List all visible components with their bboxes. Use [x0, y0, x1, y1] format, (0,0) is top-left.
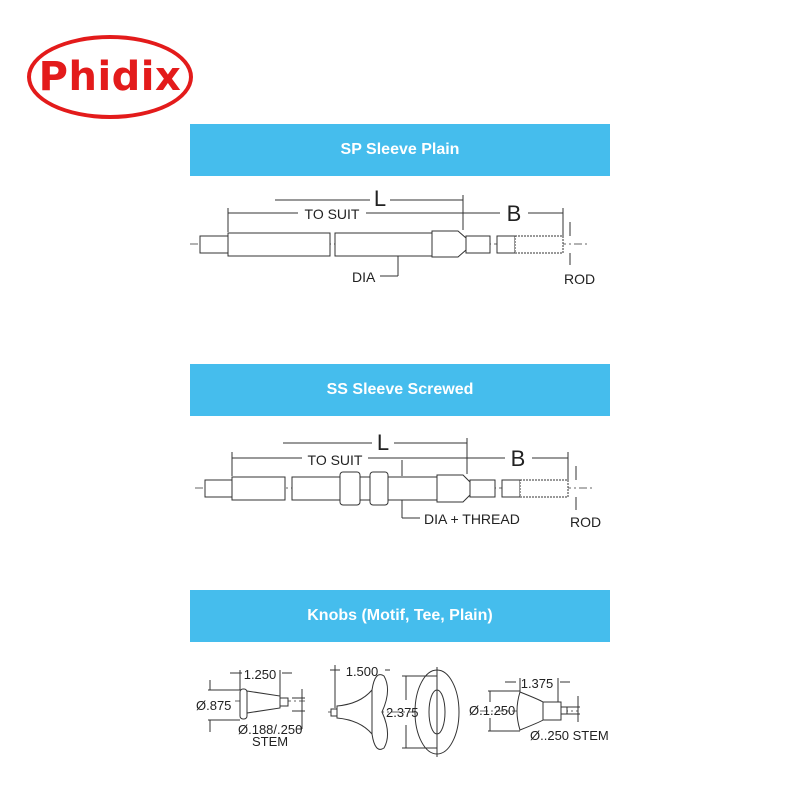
knob-tee-drawing: 1.500 2.375	[328, 664, 460, 757]
knob-stem-label: Ø..250 STEM	[530, 728, 609, 743]
knob-height-label: 2.375	[386, 705, 419, 720]
knob-plain-drawing: 1.375 Ø.1.250 Ø..250 STEM	[469, 676, 609, 743]
ss-sleeve-screwed-drawing: L TO SUIT B DIA + THREAD ROD	[195, 430, 601, 530]
knob-length-label: 1.500	[346, 664, 379, 679]
knob-diameter-label: Ø.875	[196, 698, 231, 713]
b-label: B	[511, 446, 526, 471]
sp-sleeve-plain-drawing: L TO SUIT B DIA ROD	[190, 186, 595, 287]
section-title: SS Sleeve Screwed	[326, 381, 474, 398]
section-title: SP Sleeve Plain	[340, 141, 460, 158]
length-label: L	[374, 186, 386, 211]
dia-label: DIA	[352, 269, 376, 285]
section-banner-ss: SS Sleeve Screwed	[190, 364, 610, 416]
length-label: L	[377, 430, 389, 455]
knob-length-label: 1.375	[521, 676, 554, 691]
phidix-logo: Phidix	[27, 35, 193, 119]
knob-stem-text: STEM	[252, 734, 288, 749]
dia-thread-label: DIA + THREAD	[424, 511, 520, 527]
to-suit-label: TO SUIT	[305, 206, 360, 222]
logo-text: Phidix	[38, 54, 182, 100]
knob-length-label: 1.250	[244, 667, 277, 682]
knob-diameter-label: Ø.1.250	[469, 703, 515, 718]
to-suit-label: TO SUIT	[308, 452, 363, 468]
b-label: B	[507, 201, 522, 226]
section-banner-knobs: Knobs (Motif, Tee, Plain)	[190, 590, 610, 642]
section-title: Knobs (Motif, Tee, Plain)	[307, 607, 493, 624]
knob-stem-label: Ø.188/.250	[238, 722, 302, 737]
rod-label: ROD	[564, 271, 595, 287]
section-banner-sp: SP Sleeve Plain	[190, 124, 610, 176]
knob-motif-drawing: 1.250 Ø.875 Ø.188/.250 STEM	[196, 667, 305, 749]
rod-label: ROD	[570, 514, 601, 530]
